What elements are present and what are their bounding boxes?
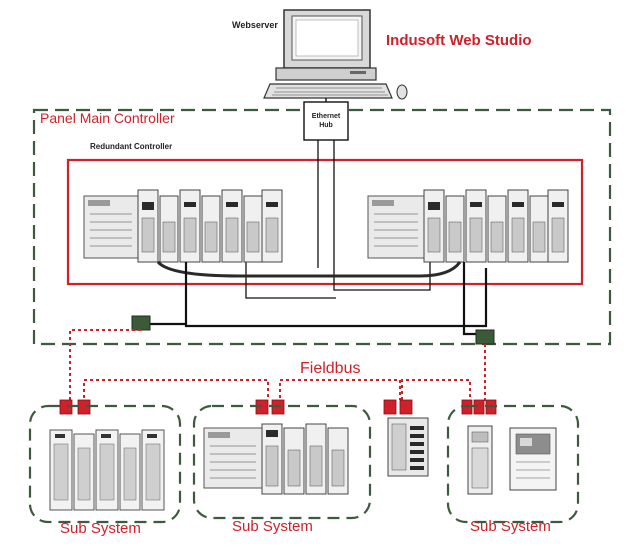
workstation-icon (263, 9, 408, 100)
plc-rack-right-icon (367, 189, 569, 263)
subsystem-label-3: Sub System (470, 518, 551, 535)
subsystem-frame-1 (28, 404, 182, 524)
panel-controller-label: Panel Main Controller (40, 110, 175, 126)
plc-rack-left-icon (83, 189, 283, 263)
panel-main-controller-frame (32, 108, 612, 346)
redundancy-link (156, 260, 462, 278)
network-switch-icon (303, 101, 349, 141)
fieldbus-connector-left-icon (131, 315, 151, 331)
io-module-small-icon (387, 417, 429, 477)
io-module-bank-1-icon (49, 429, 165, 511)
page-title: Indusoft Web Studio (386, 32, 532, 49)
subsystem-frame-3 (446, 404, 580, 524)
subsystem-label-2: Sub System (232, 518, 313, 535)
subsystem-frame-2 (192, 404, 372, 520)
drive-unit-icon (509, 427, 557, 491)
fieldbus-label: Fieldbus (300, 360, 361, 377)
fieldbus-lines (69, 329, 486, 404)
switch-label: Ethernet Hub (311, 113, 341, 129)
fieldbus-connector-right-icon (475, 329, 495, 345)
io-module-subsystem-3-icon (467, 425, 493, 495)
subsystem-label-1: Sub System (60, 520, 141, 537)
workstation-label: Webserver (232, 20, 278, 30)
redundant-controller-frame (66, 158, 584, 286)
plc-rack-subsystem-2-icon (203, 423, 349, 495)
rack-label: Redundant Controller (90, 142, 173, 151)
